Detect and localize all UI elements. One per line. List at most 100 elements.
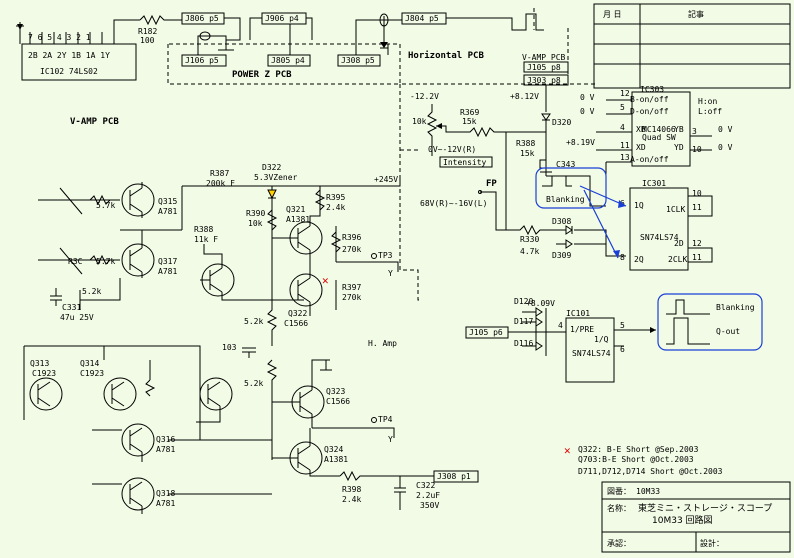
j308-p1-label: J308 p1 — [437, 472, 471, 481]
d322-label: D322 — [262, 163, 281, 172]
v-amp-pcb-label: V-AMP PCB — [70, 117, 119, 127]
power-z-pcb: POWER Z PCB — [167, 43, 401, 85]
q-out-label: Q-out — [716, 327, 740, 336]
tp3-label: TP3 — [378, 251, 393, 260]
ic102: 2B 2A 2Y 1B 1A 1Y IC102 74LS02 7 6 5 4 3… — [16, 14, 182, 81]
ic303-pin13: A-on/off — [630, 155, 669, 164]
plus-8-09v-label: +8.09V — [526, 299, 555, 308]
r330-label: R330 — [520, 235, 539, 244]
v-amp-pcb-small-label: V-AMP PCB — [522, 53, 566, 62]
note-line-1: Q322: B-E Short @Sep.2003 — [578, 445, 699, 454]
neg-12v-label: -12.2V — [410, 92, 439, 101]
drawing-number-label: 図番： — [607, 486, 631, 496]
c343-label: C343 — [556, 160, 575, 169]
ic301-pin10: 10 — [692, 189, 702, 198]
j804-label: J804 p5 — [405, 14, 439, 23]
r398-value: 2.4k — [342, 495, 361, 504]
horizontal-pcb: Horizontal PCB — [399, 28, 596, 301]
q323-part: C1566 — [326, 397, 350, 406]
j805-label: J805 p4 — [271, 56, 305, 65]
r182-value: 100 — [140, 36, 155, 45]
approval-label: 承認： — [607, 538, 631, 548]
ic301-label: IC301 — [642, 179, 666, 188]
v-amp-connectors: V-AMP PCB J105 p8 J303 p8 — [522, 53, 569, 96]
q324-label: Q324 — [324, 445, 343, 454]
pin-13-number: 13 — [620, 153, 630, 162]
ic101-part: SN74LS74 — [572, 349, 611, 358]
y-output-1: Y — [388, 269, 393, 278]
h-on-label: H:on — [698, 97, 717, 106]
power-z-label: POWER Z PCB — [232, 70, 292, 80]
d117-label: D117 — [514, 317, 533, 326]
ic301-pin11: 11 — [692, 203, 702, 212]
blanking-callout-2: Blanking Q-out — [657, 293, 763, 351]
intensity-label: Intensity — [443, 158, 487, 167]
horizontal-pcb-label: Horizontal PCB — [408, 50, 484, 61]
d116-label: D116 — [514, 339, 533, 348]
r390-label: R390 — [246, 209, 265, 218]
q324-part: A1381 — [324, 455, 348, 464]
q317-label: Q317 — [158, 257, 177, 266]
ic303-pin12: B-on/off — [630, 95, 669, 104]
r395-value: 2.4k — [326, 203, 345, 212]
r388-value: 11k F — [194, 235, 218, 244]
ic101-pin5: 5 — [620, 321, 625, 330]
ic303: IC303 B-on/off D-on/off MC14066 Quad SW … — [580, 85, 733, 176]
d120-label: D120 — [514, 297, 533, 306]
c322-label: C322 — [416, 481, 435, 490]
ic303-part: MC14066 — [642, 125, 676, 134]
d320-label: D320 — [552, 118, 571, 127]
ic101-pre: 1/PRE — [570, 325, 594, 334]
design-label: 設計： — [700, 538, 724, 548]
ic301-2q: 2Q — [634, 255, 644, 264]
ic301-part: SN74LS74 — [640, 233, 679, 242]
title-block: 図番： 10M33 名称： 東芝ミニ・ストレージ・スコープ 10M33 回路図 … — [601, 481, 791, 553]
ic301-1clk: 1CLK — [666, 205, 685, 214]
l-off-label: L:off — [698, 107, 722, 116]
pin-5-number: 5 — [620, 103, 625, 112]
d322-value: 5.3VZener — [254, 173, 298, 182]
ic301: IC301 1Q 1CLK SN74LS74 2D 2Q 2CLK 6 8 10… — [620, 179, 713, 271]
r3c-label: R3C — [68, 257, 83, 266]
intensity-pot-value: 10k — [412, 117, 427, 126]
q317-part: A781 — [158, 267, 177, 276]
j906-label: J906 p4 — [265, 14, 299, 23]
tp4-label: TP4 — [378, 415, 393, 424]
fault-notes: ✕ Q322: B-E Short @Sep.2003 Q703:B-E Sho… — [564, 444, 723, 476]
ic101-q: 1/Q — [594, 335, 609, 344]
ic301-2clk: 2CLK — [668, 255, 687, 264]
ic301-pin11b: 11 — [692, 253, 702, 262]
header-note: 記事 — [688, 9, 704, 19]
q316-part: A781 — [156, 445, 175, 454]
r330-value: 4.7k — [520, 247, 539, 256]
q313-label: Q313 — [30, 359, 49, 368]
ic303-0v-b: 0 V — [580, 107, 595, 116]
r182-label: R182 — [138, 27, 157, 36]
r398-label: R398 — [342, 485, 361, 494]
note-line-3: D711,D712,D714 Short @Oct.2003 — [578, 467, 723, 476]
c322-voltage: 350V — [420, 501, 439, 510]
pin-12-number: 12 — [620, 89, 630, 98]
ic303-pin5: D-on/off — [630, 107, 669, 116]
q313-part: C1923 — [32, 369, 56, 378]
c322-value: 2.2uF — [416, 491, 440, 500]
j105-p8-label: J105 p8 — [527, 63, 561, 72]
q314-label: Q314 — [80, 359, 99, 368]
pin-3-number: 3 — [692, 127, 697, 136]
ic303-quad: Quad SW — [642, 133, 676, 142]
r387-label: R387 — [210, 169, 229, 178]
plus-8-19v-label: +8.19V — [566, 138, 595, 147]
r-5-7k-b: 5.7k — [96, 257, 115, 266]
q323-label: Q323 — [326, 387, 345, 396]
r396-value: 270k — [342, 245, 361, 254]
r-5-2k-c: 5.2k — [244, 379, 263, 388]
blanking-input: +8.12V D320 R388 15k C343 +8.19V FP 68V(… — [420, 92, 626, 260]
r-5-7k-a: 5.7k — [96, 201, 115, 210]
ic101: +8.09V D120 D117 D116 J105 p6 IC101 1/PR… — [465, 297, 656, 383]
pin-11-number: 11 — [620, 141, 630, 150]
ic301-pin12: 12 — [692, 239, 702, 248]
ic303-0v-a: 0 V — [580, 93, 595, 102]
ic303-yd: YD — [674, 143, 684, 152]
connectors-top: J806 p5 J906 p4 J106 p5 J805 p4 J308 p5 … — [181, 8, 544, 67]
drawing-name-line1: 東芝ミニ・ストレージ・スコープ — [638, 502, 772, 514]
